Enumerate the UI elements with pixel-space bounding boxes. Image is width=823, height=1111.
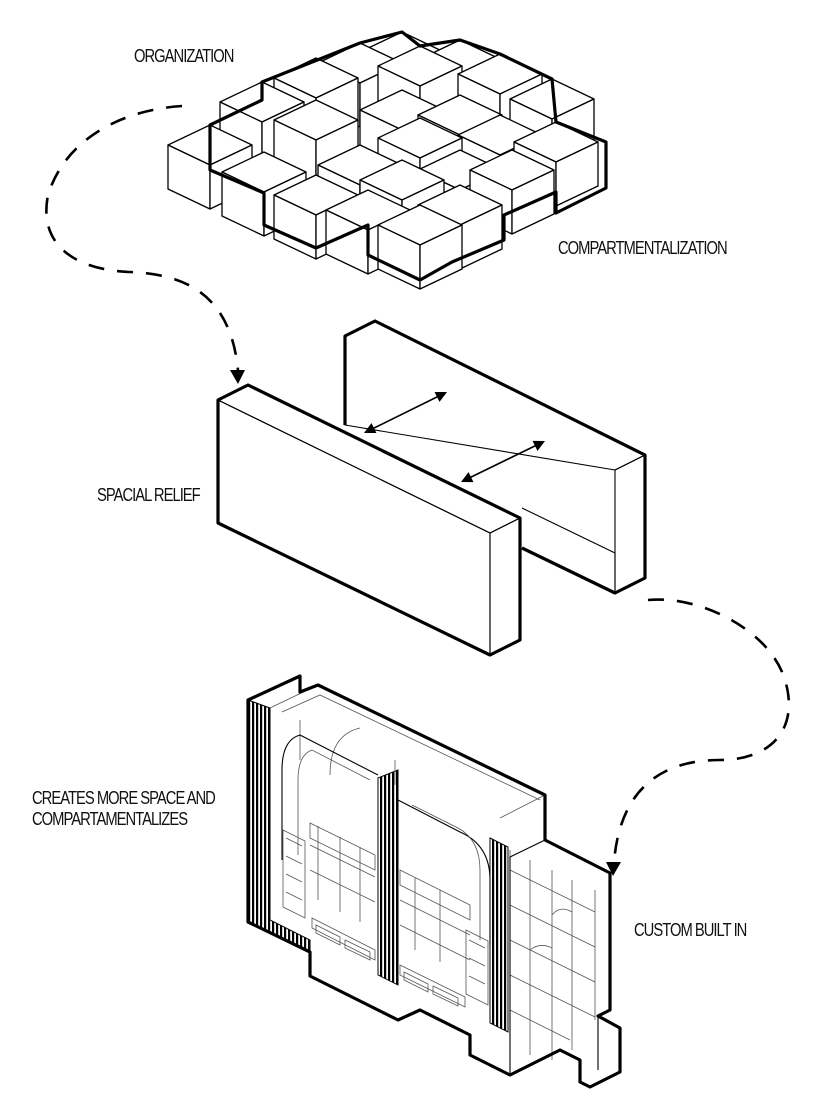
back-wall <box>343 319 647 595</box>
label-creates-more-space: CREATES MORE SPACE AND COMPARTAMENTALIZE… <box>32 788 216 829</box>
label-organization: ORGANIZATION <box>134 46 234 66</box>
arrowhead-icon <box>230 370 245 384</box>
double-arrow-icon <box>460 440 546 483</box>
hatched-column <box>377 769 399 986</box>
cube-grid-outline <box>208 30 608 282</box>
arrowhead-icon <box>606 862 621 876</box>
label-spacial-relief: SPACIAL RELIEF <box>97 485 201 505</box>
dashed-arrow <box>45 104 240 371</box>
built-in-outline <box>246 674 622 1089</box>
dashed-arrow <box>612 598 791 863</box>
label-compartmentalization: COMPARTMENTALIZATION <box>558 238 728 258</box>
hatched-column <box>489 837 509 1033</box>
double-arrow-icon <box>363 391 448 434</box>
hatched-end-panel <box>247 699 311 953</box>
custom-built-in <box>246 674 622 1089</box>
cube <box>469 149 555 235</box>
cube-grid <box>167 31 599 290</box>
front-wall <box>216 383 522 657</box>
label-custom-built-in: CUSTOM BUILT IN <box>634 920 747 940</box>
